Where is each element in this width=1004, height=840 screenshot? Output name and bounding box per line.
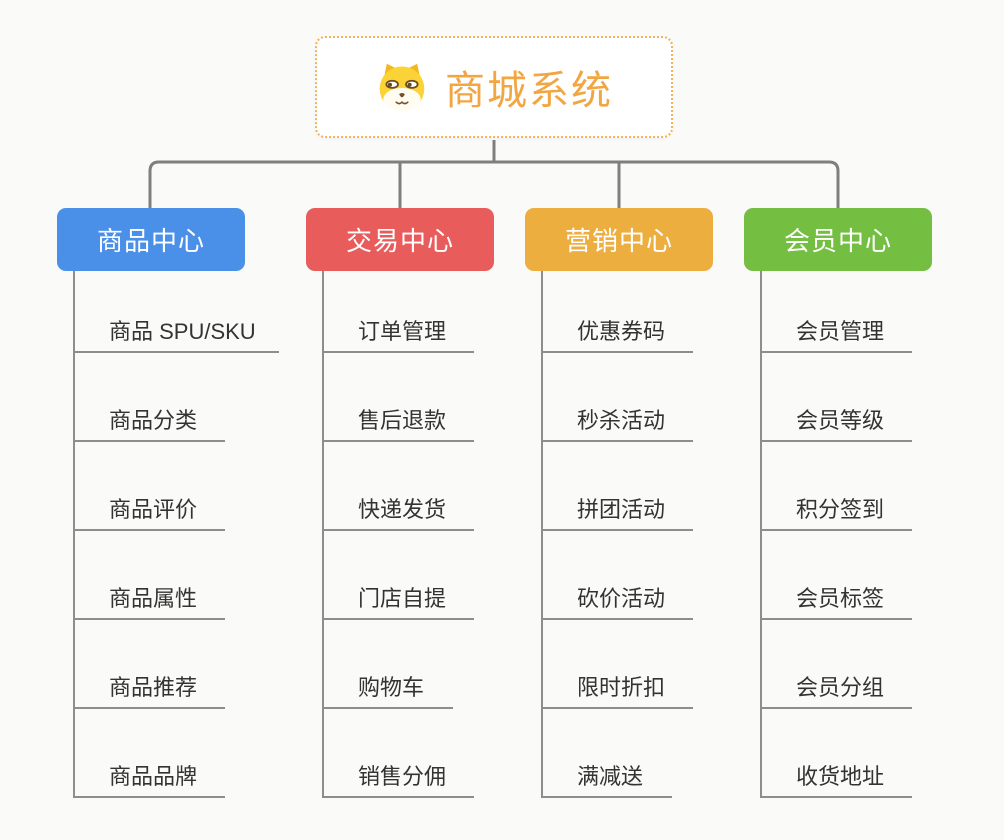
child-topic[interactable]: 订单管理 bbox=[324, 313, 474, 353]
branch-column-member-center: 会员管理 会员等级 积分签到 会员标签 会员分组 收货地址 bbox=[760, 271, 992, 798]
child-topic-label: 限时折扣 bbox=[577, 675, 666, 700]
child-topic-label: 购物车 bbox=[358, 675, 425, 700]
child-topic-label: 拼团活动 bbox=[577, 497, 666, 522]
child-topic-label: 销售分佣 bbox=[358, 764, 447, 789]
child-topic-label: 满减送 bbox=[577, 764, 644, 789]
branch-header-product-center[interactable]: 商品中心 bbox=[57, 208, 245, 271]
child-topic[interactable]: 会员管理 bbox=[762, 313, 912, 353]
child-topic[interactable]: 收货地址 bbox=[762, 758, 912, 798]
child-topic-label: 门店自提 bbox=[358, 586, 447, 611]
child-topic-label: 订单管理 bbox=[358, 319, 447, 344]
child-topic[interactable]: 砍价活动 bbox=[543, 580, 693, 620]
child-topic[interactable]: 门店自提 bbox=[324, 580, 474, 620]
branch-header-marketing-center[interactable]: 营销中心 bbox=[525, 208, 713, 271]
branch-header-label: 商品中心 bbox=[96, 226, 205, 256]
child-topic[interactable]: 商品分类 bbox=[75, 402, 225, 442]
child-topic-label: 商品 SPU/SKU bbox=[109, 319, 256, 344]
branch-header-member-center[interactable]: 会员中心 bbox=[744, 208, 932, 271]
child-topic-label: 商品属性 bbox=[109, 586, 198, 611]
child-topic[interactable]: 购物车 bbox=[324, 669, 453, 709]
branch-header-label: 营销中心 bbox=[564, 226, 673, 256]
child-topic-label: 会员标签 bbox=[796, 586, 885, 611]
child-topic-label: 商品分类 bbox=[109, 408, 198, 433]
branch-bus-line bbox=[148, 160, 840, 208]
child-topic[interactable]: 限时折扣 bbox=[543, 669, 693, 709]
child-topic[interactable]: 商品 SPU/SKU bbox=[75, 313, 279, 353]
branch-column-marketing-center: 优惠券码 秒杀活动 拼团活动 砍价活动 限时折扣 满减送 bbox=[541, 271, 773, 798]
child-topic[interactable]: 满减送 bbox=[543, 758, 672, 798]
branch-header-label: 会员中心 bbox=[783, 226, 892, 256]
child-topic[interactable]: 快递发货 bbox=[324, 491, 474, 531]
child-topic[interactable]: 商品推荐 bbox=[75, 669, 225, 709]
child-topic-label: 收货地址 bbox=[796, 764, 885, 789]
child-topic-label: 商品品牌 bbox=[109, 764, 198, 789]
child-topic-label: 会员管理 bbox=[796, 319, 885, 344]
child-topic[interactable]: 商品品牌 bbox=[75, 758, 225, 798]
child-topic[interactable]: 会员标签 bbox=[762, 580, 912, 620]
branch-header-trade-center[interactable]: 交易中心 bbox=[306, 208, 494, 271]
root-node[interactable]: 商城系统 bbox=[315, 36, 673, 138]
branch-column-product-center: 商品 SPU/SKU 商品分类 商品评价 商品属性 商品推荐 商品品牌 bbox=[73, 271, 305, 798]
child-topic[interactable]: 会员分组 bbox=[762, 669, 912, 709]
child-topic-label: 售后退款 bbox=[358, 408, 447, 433]
child-topic-label: 快递发货 bbox=[358, 497, 447, 522]
child-topic-label: 商品推荐 bbox=[109, 675, 198, 700]
child-topic-label: 会员分组 bbox=[796, 675, 885, 700]
child-topic[interactable]: 售后退款 bbox=[324, 402, 474, 442]
child-topic[interactable]: 积分签到 bbox=[762, 491, 912, 531]
child-topic[interactable]: 销售分佣 bbox=[324, 758, 474, 798]
child-topic-label: 会员等级 bbox=[796, 408, 885, 433]
child-topic[interactable]: 会员等级 bbox=[762, 402, 912, 442]
child-topic[interactable]: 优惠券码 bbox=[543, 313, 693, 353]
dog-mascot-icon bbox=[375, 62, 429, 112]
child-topic[interactable]: 商品属性 bbox=[75, 580, 225, 620]
root-title: 商城系统 bbox=[445, 69, 613, 113]
child-topic[interactable]: 拼团活动 bbox=[543, 491, 693, 531]
child-topic-label: 商品评价 bbox=[109, 497, 198, 522]
child-topic-label: 秒杀活动 bbox=[577, 408, 666, 433]
branch-column-trade-center: 订单管理 售后退款 快递发货 门店自提 购物车 销售分佣 bbox=[322, 271, 554, 798]
child-topic-label: 积分签到 bbox=[796, 497, 885, 522]
child-topic-label: 砍价活动 bbox=[577, 586, 666, 611]
child-topic-label: 优惠券码 bbox=[577, 319, 666, 344]
branch-header-label: 交易中心 bbox=[345, 226, 454, 256]
child-topic[interactable]: 商品评价 bbox=[75, 491, 225, 531]
child-topic[interactable]: 秒杀活动 bbox=[543, 402, 693, 442]
